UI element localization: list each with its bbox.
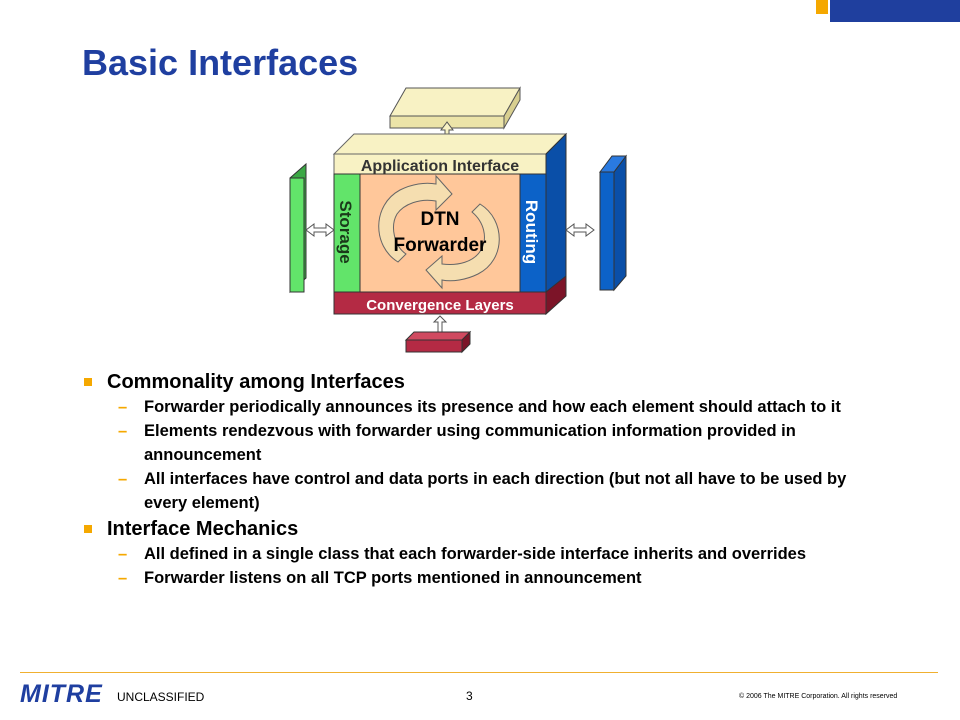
routing-side-face (545, 132, 567, 300)
footer-divider (20, 672, 938, 673)
dash-icon: – (118, 422, 128, 440)
page-number: 3 (466, 689, 473, 703)
forwarder-label-line2: Forwarder (394, 235, 488, 256)
storage-block (289, 162, 307, 294)
copyright-notice: © 2006 The MITRE Corporation. All rights… (739, 693, 898, 700)
corner-accent-orange (816, 0, 828, 14)
storage-connector-arrow (305, 223, 335, 237)
bullet-item: Commonality among Interfaces (82, 369, 882, 395)
bullet-item: Interface Mechanics (82, 516, 882, 542)
convergence-layers-panel (333, 274, 567, 316)
bullet-square-icon (84, 525, 92, 533)
storage-label: Storage (336, 200, 355, 263)
sub-bullet-item: –Elements rendezvous with forwarder usin… (82, 419, 882, 467)
application-interface-panel (332, 133, 568, 175)
sub-bullet-item: –All defined in a single class that each… (82, 542, 882, 566)
dash-icon: – (118, 569, 128, 587)
bullet-square-icon (84, 378, 92, 386)
sub-bullet-item: –All interfaces have control and data po… (82, 467, 882, 515)
routing-panel (519, 173, 547, 293)
bullet-list: Commonality among Interfaces –Forwarder … (82, 368, 882, 590)
convergence-label: Convergence Layers (366, 297, 514, 314)
network-block (404, 330, 472, 354)
mitre-logo: MITRE (20, 680, 103, 708)
classification-label: UNCLASSIFIED (117, 690, 205, 704)
cycle-arrows-icon (378, 174, 500, 290)
dash-icon: – (118, 398, 128, 416)
sub-bullet-item: –Forwarder listens on all TCP ports ment… (82, 566, 882, 590)
forwarder-label-line1: DTN (420, 209, 459, 230)
corner-accent-blue (830, 0, 960, 22)
routing-block (599, 154, 627, 292)
routing-label: Routing (522, 200, 541, 264)
dash-icon: – (118, 545, 128, 563)
app-interface-label: Application Interface (361, 158, 519, 175)
routing-connector-arrow (565, 223, 595, 237)
sub-bullet-item: –Forwarder periodically announces its pr… (82, 395, 882, 419)
application-block (389, 86, 521, 130)
slide-title: Basic Interfaces (82, 42, 359, 83)
dash-icon: – (118, 470, 128, 488)
dtn-diagram: Application Interface Convergence Layers… (289, 86, 627, 354)
